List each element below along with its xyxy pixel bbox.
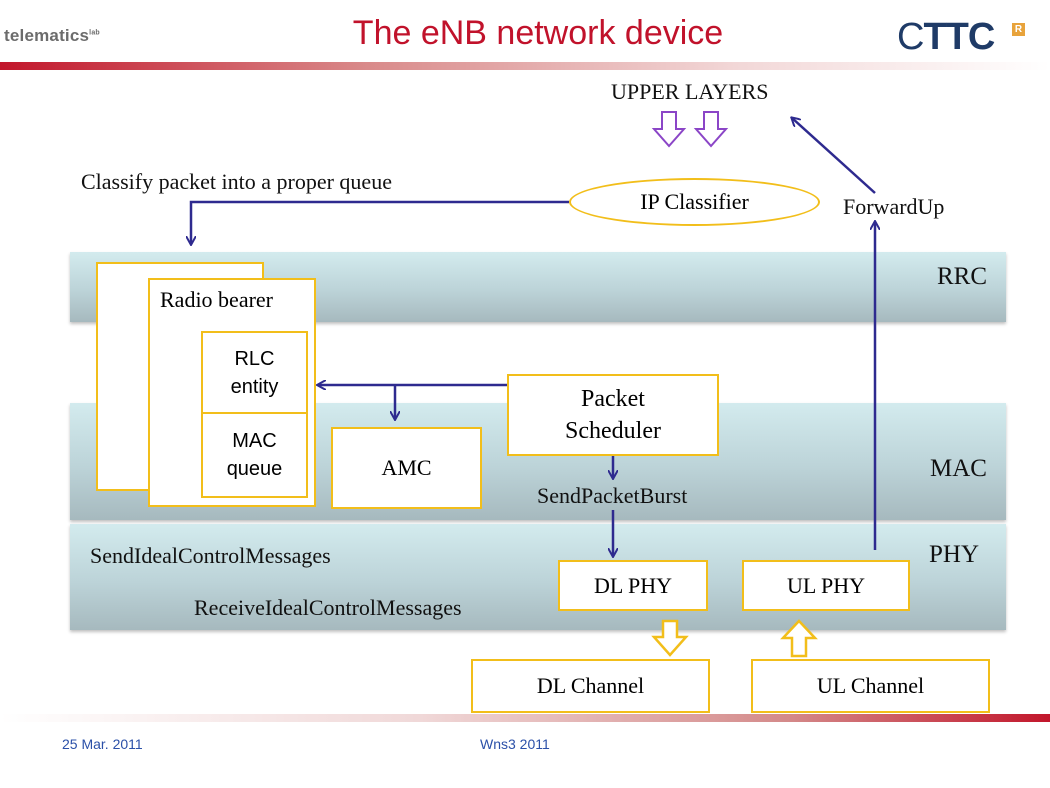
footer-date: 25 Mar. 2011 <box>62 736 143 752</box>
upper-layers-down-arrow-2 <box>693 111 729 148</box>
amc-box: AMC <box>331 427 482 509</box>
classify-packet-label: Classify packet into a proper queue <box>81 169 392 194</box>
header-divider <box>0 62 1050 70</box>
cttc-logo: CTTC <box>897 16 995 58</box>
mac-label: MAC <box>930 455 987 482</box>
ul-channel-box: UL Channel <box>751 659 990 713</box>
send-packet-burst-label: SendPacketBurst <box>537 483 688 508</box>
radio-bearer-label: Radio bearer <box>160 287 273 312</box>
packet-scheduler-line1: Packet <box>581 386 645 412</box>
telematics-logo: telematicslab <box>4 26 100 45</box>
forward-up-label: ForwardUp <box>843 194 945 219</box>
ul-phy-box: UL PHY <box>742 560 910 611</box>
rlc-entity-box: RLC entity <box>201 331 308 414</box>
receive-ideal-control-label: ReceiveIdealControlMessages <box>194 595 462 620</box>
rlc-entity-line1: RLC <box>234 347 275 370</box>
footer-event: Wns3 2011 <box>480 736 550 752</box>
rlc-entity-line2: entity <box>230 375 279 398</box>
dl-channel-box: DL Channel <box>471 659 710 713</box>
rrc-label: RRC <box>937 263 988 290</box>
mac-queue-box: MAC queue <box>201 412 308 498</box>
ip-classifier-node: IP Classifier <box>569 178 820 226</box>
forward-up-arrow-upper <box>792 118 876 194</box>
footer-divider <box>0 714 1050 722</box>
classify-arrow <box>191 200 569 244</box>
phy-label: PHY <box>929 541 980 568</box>
cttc-logo-badge: R <box>1012 23 1025 36</box>
upper-layers-label: UPPER LAYERS <box>611 79 769 104</box>
dl-phy-to-channel-arrow <box>651 619 689 657</box>
mac-queue-line2: queue <box>226 458 283 480</box>
upper-layers-down-arrow-1 <box>651 111 687 148</box>
dl-phy-box: DL PHY <box>558 560 708 611</box>
ul-channel-to-phy-arrow <box>780 619 818 658</box>
send-ideal-control-label: SendIdealControlMessages <box>90 543 331 568</box>
slide-title: The eNB network device <box>352 14 724 52</box>
packet-scheduler-line2: Scheduler <box>565 418 661 444</box>
mac-queue-line1: MAC <box>232 430 277 452</box>
